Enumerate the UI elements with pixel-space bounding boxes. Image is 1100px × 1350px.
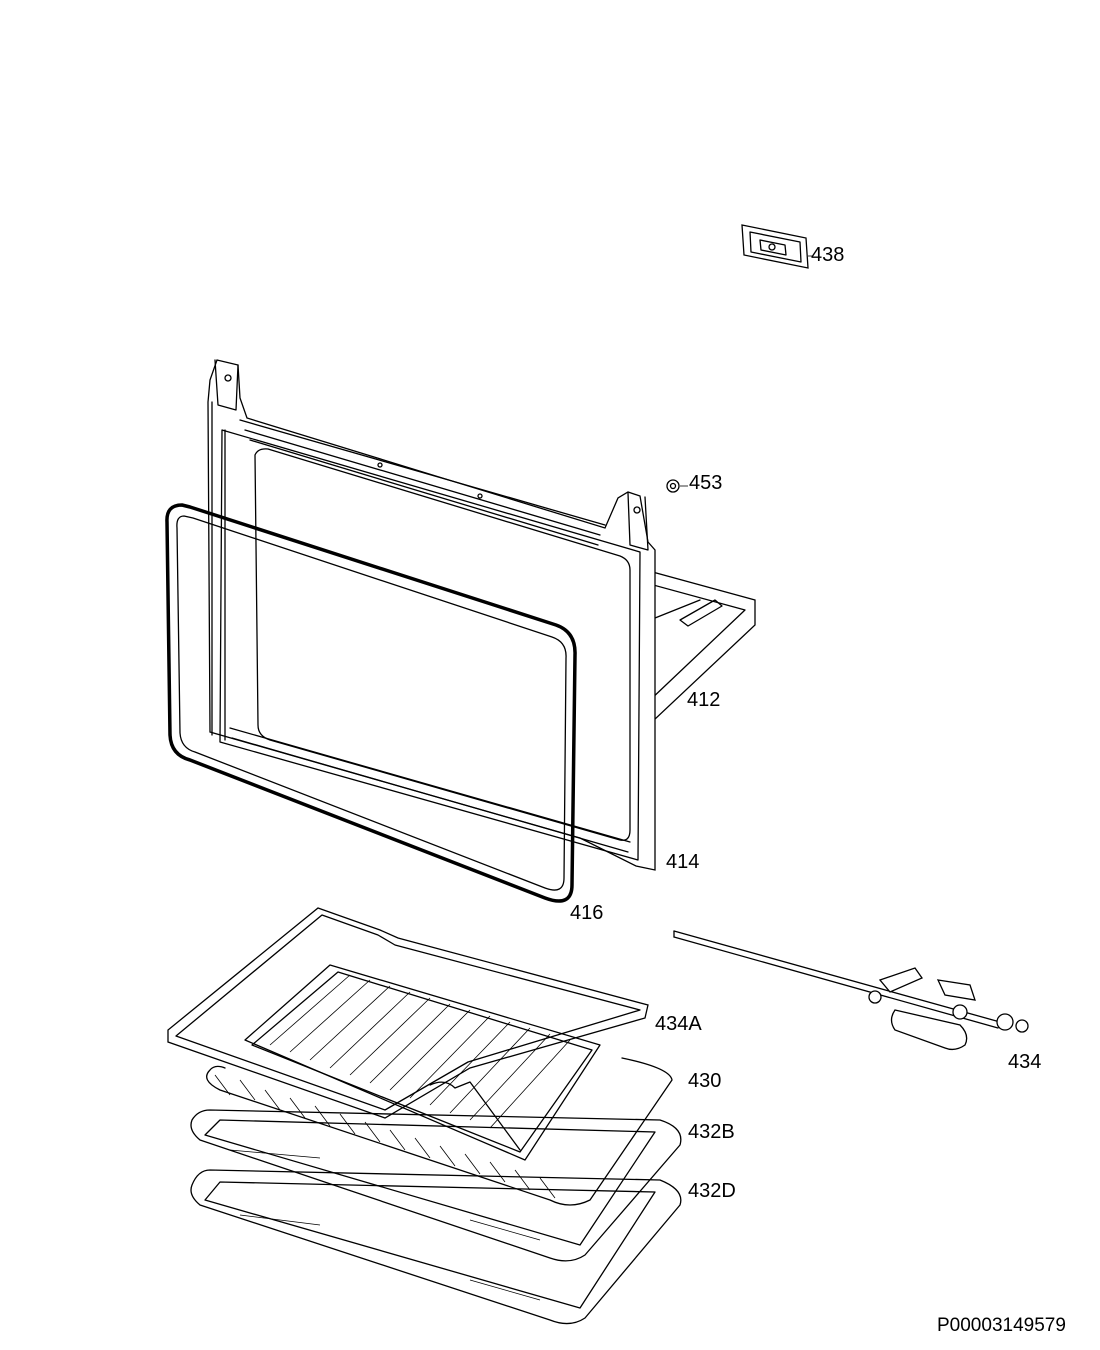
tray-part-432D — [190, 1169, 682, 1325]
grill-rack-part-430 — [206, 964, 673, 1206]
label-part-432B: 432B — [688, 1121, 735, 1143]
label-part-434: 434 — [1008, 1051, 1042, 1073]
label-part-414: 414 — [666, 851, 700, 873]
door-seal-part-416 — [165, 503, 577, 903]
label-part-416: 416 — [570, 902, 604, 924]
label-part-432D: 432D — [688, 1180, 736, 1202]
tray-part-432B — [190, 1109, 682, 1262]
rotisserie-part-434 — [673, 930, 1029, 1051]
clip-part-438 — [741, 224, 809, 269]
door-frame-part-414 — [207, 359, 656, 871]
diagram-code: P00003149579 — [937, 1315, 1066, 1336]
label-part-430: 430 — [688, 1070, 722, 1092]
label-part-453: 453 — [689, 472, 723, 494]
label-part-438: 438 — [811, 244, 845, 266]
screw-part-453 — [666, 479, 680, 493]
label-part-412: 412 — [687, 689, 721, 711]
leader-lines — [680, 255, 812, 487]
label-part-434A: 434A — [655, 1013, 702, 1035]
tray-part-434A — [167, 907, 649, 1119]
